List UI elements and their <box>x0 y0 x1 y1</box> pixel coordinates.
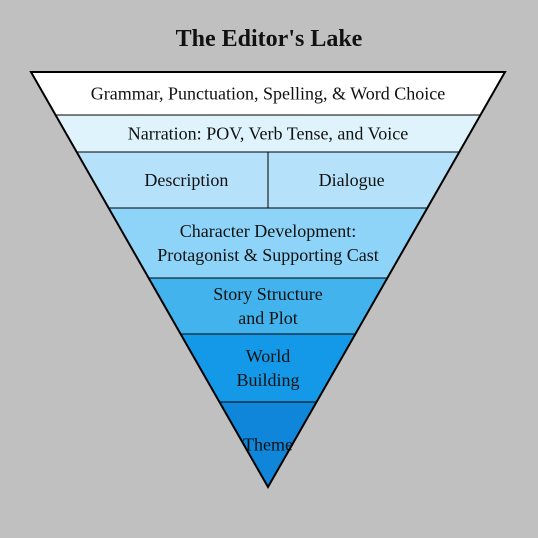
layer-grammar <box>31 72 505 115</box>
label-world-0-1: Building <box>236 370 299 390</box>
triangle-outline <box>29 71 507 490</box>
layer-narration <box>55 115 481 152</box>
label-structure-0-0: Story Structure <box>213 284 323 304</box>
layer-theme <box>219 402 317 487</box>
layer-character <box>108 208 428 278</box>
label-structure-0-1: and Plot <box>238 308 298 328</box>
diagram-title: The Editor's Lake <box>175 26 363 52</box>
label-description-dialogue-0-0: Description <box>144 170 228 190</box>
label-character-0-1: Protagonist & Supporting Cast <box>157 245 379 265</box>
layer-dividers <box>55 114 481 403</box>
label-character-0-0: Character Development: <box>180 221 356 241</box>
layer-world <box>180 334 356 402</box>
label-grammar-0-0: Grammar, Punctuation, Spelling, & Word C… <box>91 84 445 104</box>
layer-labels: Grammar, Punctuation, Spelling, & Word C… <box>91 84 445 455</box>
layer-structure <box>148 278 388 334</box>
label-world-0-0: World <box>246 346 291 366</box>
diagram-layers <box>31 72 505 487</box>
label-description-dialogue-1-0: Dialogue <box>319 170 385 190</box>
label-narration-0-0: Narration: POV, Verb Tense, and Voice <box>128 124 409 144</box>
label-theme-0-0: Theme <box>243 435 293 455</box>
